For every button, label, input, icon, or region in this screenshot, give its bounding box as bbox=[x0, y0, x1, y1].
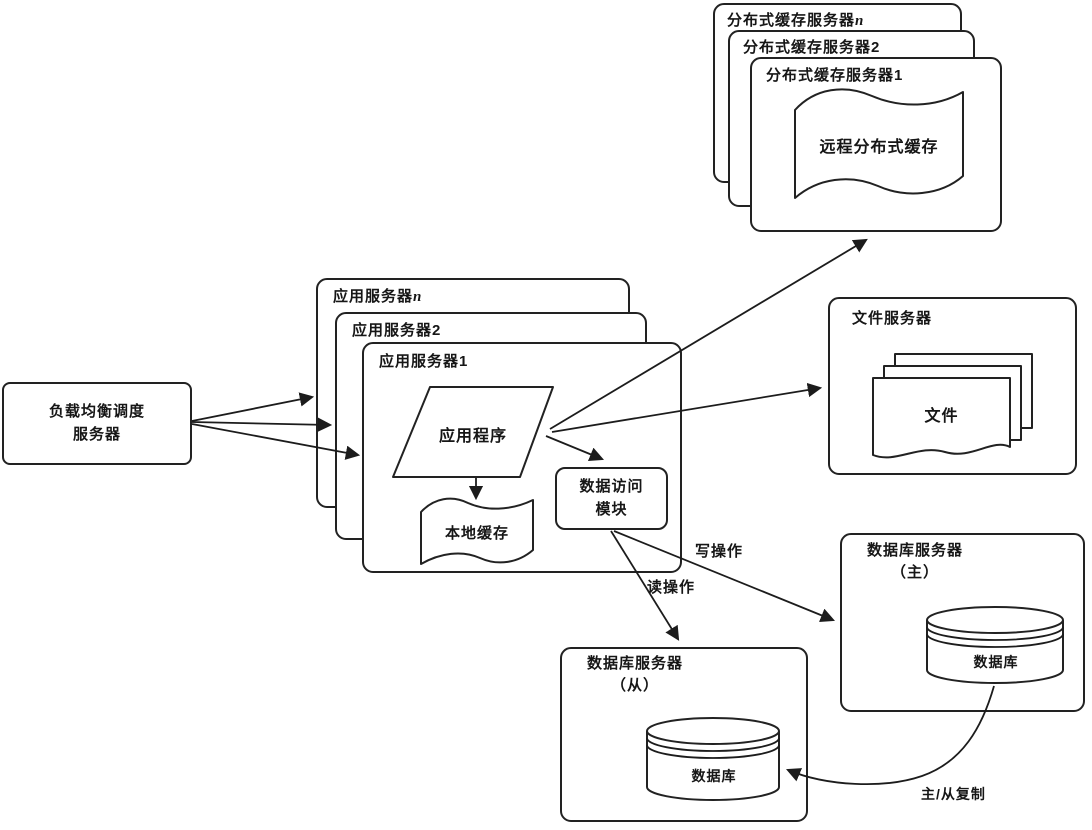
data-access-line2: 模块 bbox=[595, 501, 628, 518]
cache-server-n-title: 分布式缓存服务器n bbox=[727, 12, 865, 29]
db-master-cylinder-label: 数据库 bbox=[973, 654, 1019, 670]
app-server-n-title: 应用服务器n bbox=[333, 288, 423, 305]
data-access-module-label: 数据访问 模块 bbox=[555, 475, 668, 521]
load-balancer-box bbox=[2, 382, 192, 465]
cache-server-1-title: 分布式缓存服务器1 bbox=[766, 67, 904, 84]
file-label: 文件 bbox=[924, 408, 959, 425]
file-server-title: 文件服务器 bbox=[852, 310, 933, 327]
application-label: 应用程序 bbox=[438, 428, 507, 445]
db-slave-cylinder-label: 数据库 bbox=[691, 768, 737, 784]
load-balancer-line1: 负载均衡调度 bbox=[48, 403, 145, 420]
write-operation-label: 写操作 bbox=[695, 543, 744, 560]
app-server-2-title: 应用服务器2 bbox=[352, 322, 442, 339]
load-balancer-line2: 服务器 bbox=[72, 426, 121, 443]
arrow-lb-to-app-n bbox=[191, 392, 315, 422]
data-access-line1: 数据访问 bbox=[579, 478, 644, 495]
db-master-title-line: 数据库服务器 bbox=[866, 542, 963, 559]
load-balancer-label: 负载均衡调度 服务器 bbox=[2, 400, 192, 446]
local-cache-label: 本地缓存 bbox=[444, 525, 509, 542]
db-slave-title: 数据库服务器 （从） bbox=[568, 653, 702, 697]
db-slave-title-line: 数据库服务器 bbox=[586, 655, 683, 672]
db-master-title: 数据库服务器 （主） bbox=[848, 540, 982, 584]
cache-server-2-title: 分布式缓存服务器2 bbox=[743, 39, 881, 56]
read-operation-label: 读操作 bbox=[647, 579, 696, 596]
db-slave-role: （从） bbox=[610, 677, 659, 694]
app-server-1-title: 应用服务器1 bbox=[379, 353, 469, 370]
db-master-role: （主） bbox=[890, 564, 939, 581]
replication-label: 主/从复制 bbox=[921, 786, 986, 802]
remote-cache-label: 远程分布式缓存 bbox=[819, 139, 939, 156]
arrow-lb-to-app-2 bbox=[191, 417, 333, 432]
data-access-module-box bbox=[555, 467, 668, 530]
